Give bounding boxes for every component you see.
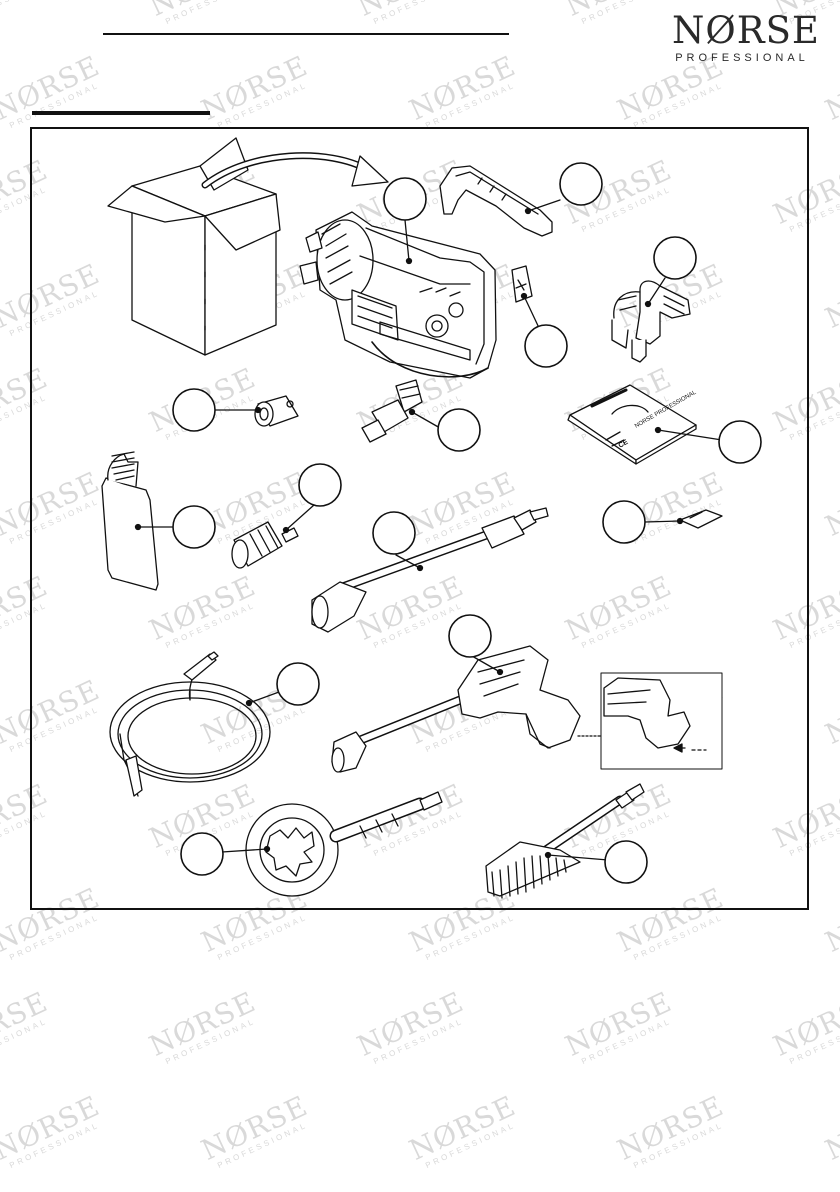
adapter-icon [255, 396, 298, 426]
callout-circle [173, 506, 215, 548]
lance-icon [312, 508, 548, 632]
screw-bag-icon [512, 266, 532, 302]
manual-ce-mark: CE [618, 439, 630, 450]
callout-circle [384, 178, 426, 220]
callout-circles [173, 163, 761, 883]
nozzle-icon [232, 522, 298, 568]
callout-circle [173, 389, 215, 431]
arrow-icon [205, 156, 388, 186]
header-rule [103, 33, 509, 35]
callout-circle [277, 663, 319, 705]
section-title-underline [32, 111, 210, 115]
callout-circle [373, 512, 415, 554]
box-icon [108, 138, 280, 355]
pressure-washer-body-icon [300, 212, 496, 378]
callout-circle [181, 833, 223, 875]
detergent-bottle-icon [102, 452, 158, 590]
callout-circle [603, 501, 645, 543]
handle-icon [440, 166, 552, 236]
callout-circle [719, 421, 761, 463]
callout-circle [654, 237, 696, 279]
spray-gun-icon [332, 646, 604, 772]
callout-circle [560, 163, 602, 205]
logo-subtitle: PROFESSIONAL [675, 52, 809, 64]
cleaning-needle-icon [678, 510, 723, 528]
hose-connector-icon [612, 281, 690, 362]
contents-frame [30, 127, 809, 910]
brand-logo: NØRSE PROFESSIONAL [672, 9, 820, 64]
callout-circle [299, 464, 341, 506]
callout-circle [605, 841, 647, 883]
callout-circle [525, 325, 567, 367]
high-pressure-hose-icon [110, 652, 270, 796]
rotary-brush-icon [246, 792, 442, 896]
manual-icon: NORSE PROFESSIONAL CE [568, 385, 698, 464]
garden-hose-adapter-icon [362, 380, 422, 442]
trigger-detail-inset [601, 673, 722, 769]
callout-circle [438, 409, 480, 451]
logo-brand: NØRSE [672, 9, 820, 52]
callout-leaders [138, 200, 722, 860]
callout-circle [449, 615, 491, 657]
